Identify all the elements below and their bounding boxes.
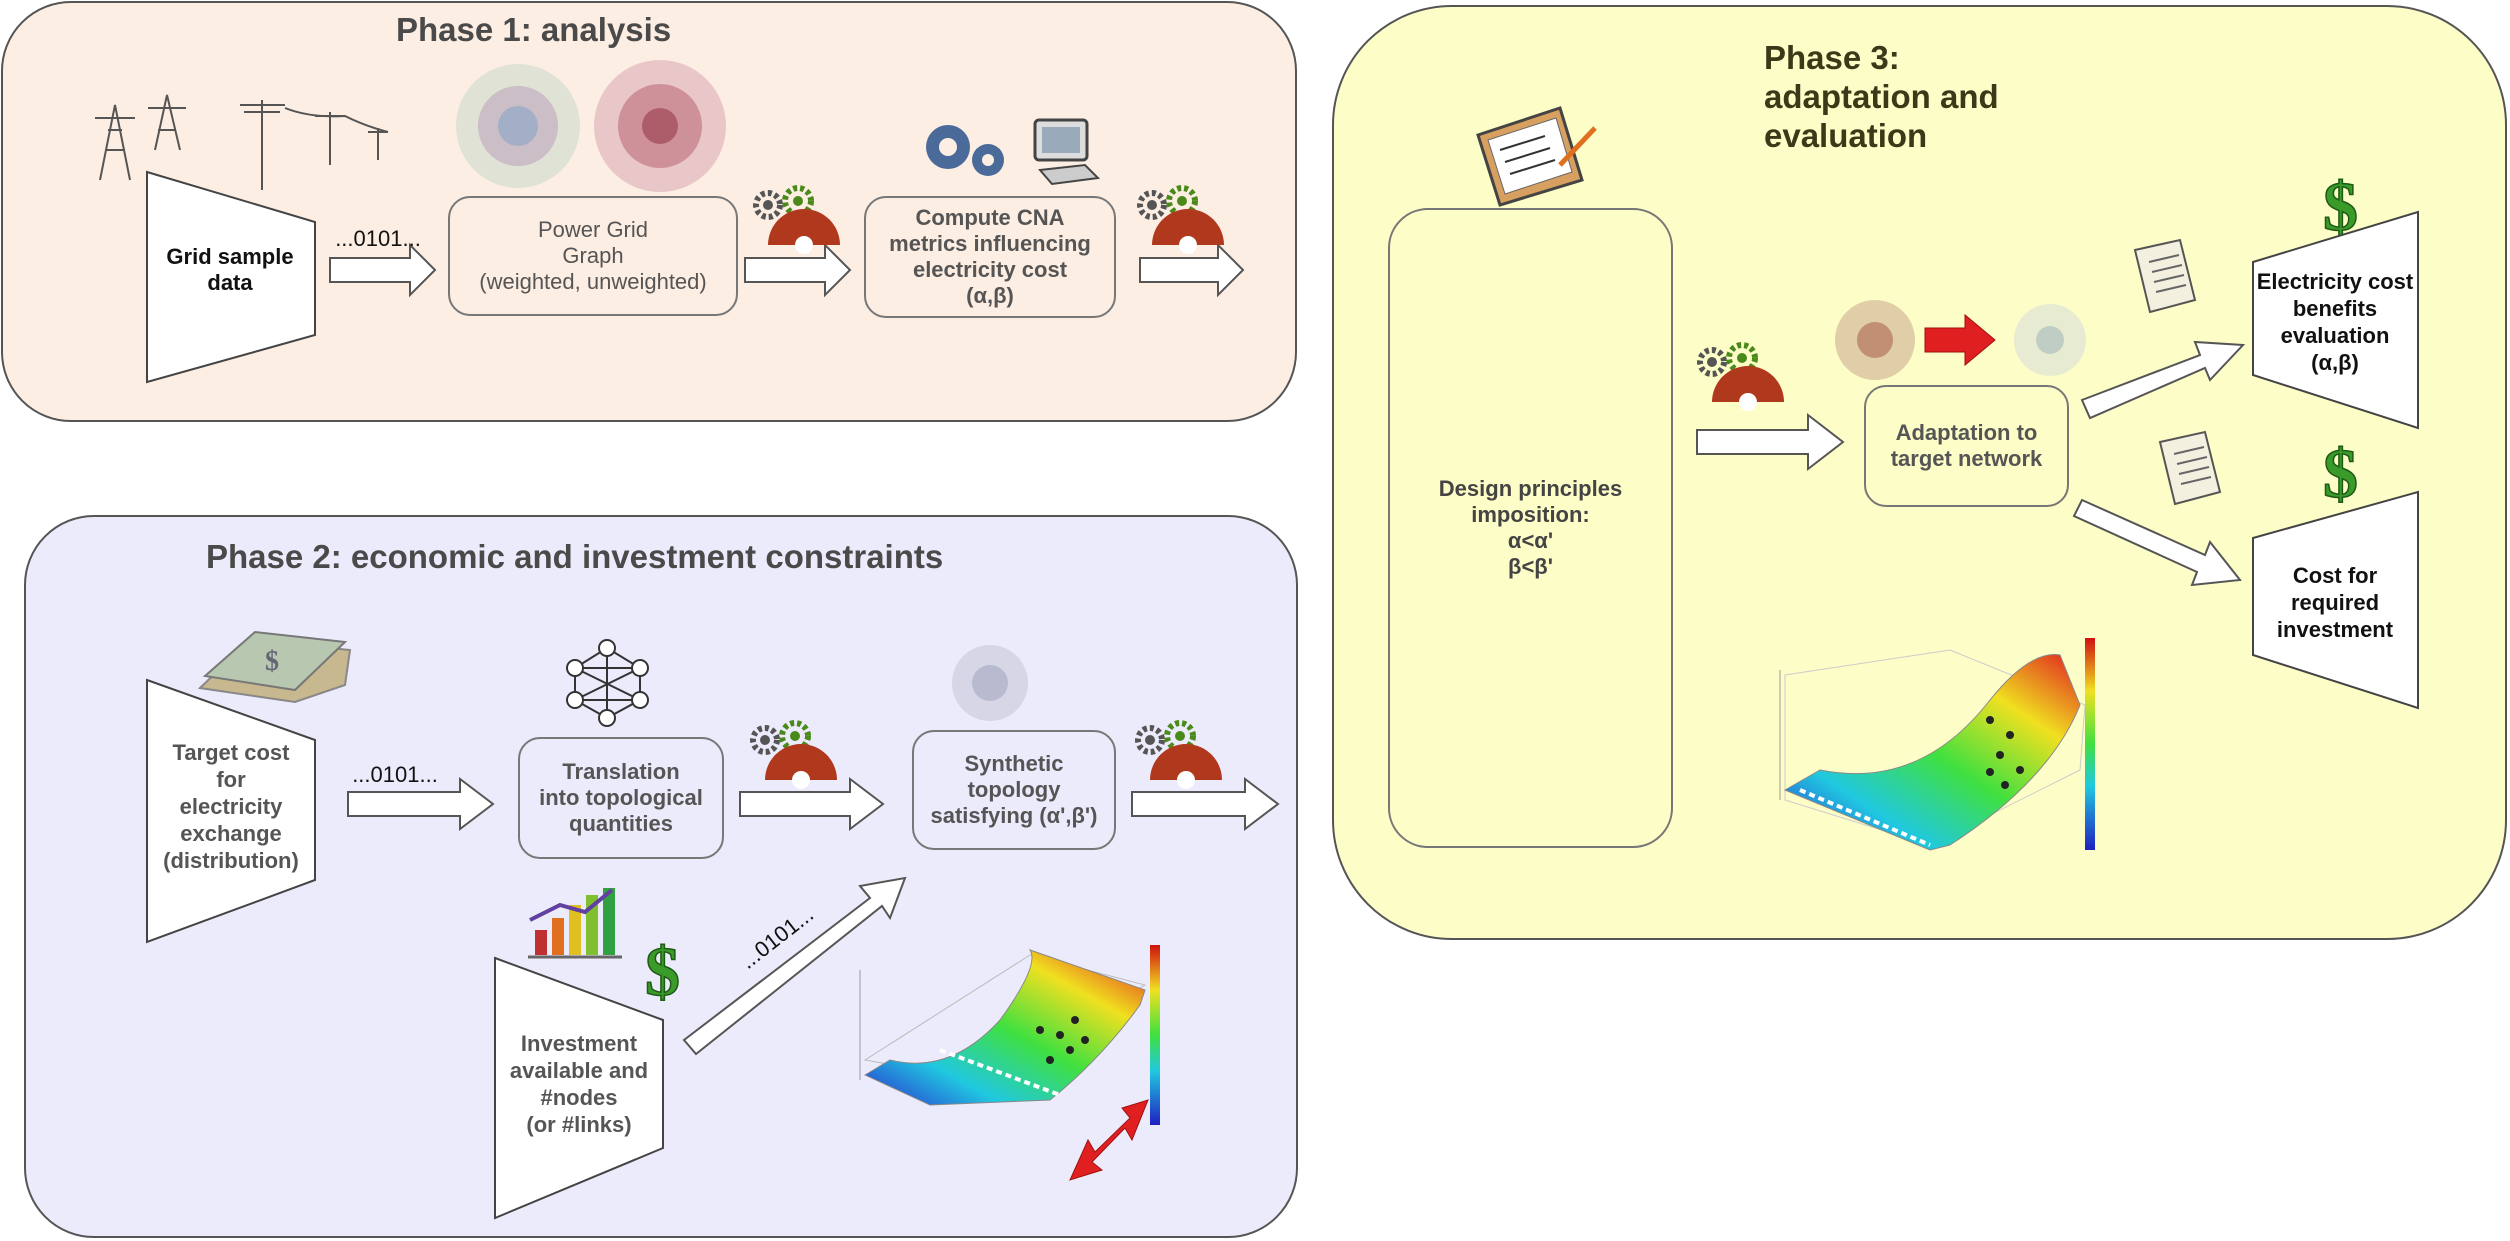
- svg-text:$: $: [265, 646, 279, 677]
- arrow-3: [1139, 242, 1245, 298]
- money-stack-icon: $: [197, 630, 352, 704]
- electricity-benefits-label: Electricity cost benefits evaluation (α,…: [2256, 269, 2414, 375]
- arrow-5: [739, 776, 885, 832]
- investment-label: Investment available and #nodes (or #lin…: [509, 1031, 649, 1137]
- target-cost-shape: [146, 678, 316, 944]
- synthetic-label: Synthetic topology satisfying (α',β'): [930, 751, 1098, 828]
- adaptation-box: Adaptation to target network: [1864, 385, 2069, 507]
- arrow-1: [329, 242, 437, 298]
- network-graph-icon: [566, 639, 649, 727]
- design-principles-label: Design principles imposition: α<α' β<β': [1438, 476, 1623, 579]
- arrow-4: [347, 776, 495, 832]
- compute-cna-box: Compute CNA metrics influencing electric…: [864, 196, 1116, 318]
- adaptation-label: Adaptation to target network: [1890, 420, 2043, 471]
- double-arrow-icon: [1069, 1099, 1149, 1181]
- design-principles-box: Design principles imposition: α<α' β<β': [1388, 208, 1673, 848]
- gears-icon: [753, 723, 837, 789]
- surface-plot-icon: [859, 945, 1160, 1125]
- arrow-8: [2080, 340, 2246, 420]
- compute-cna-label: Compute CNA metrics influencing electric…: [889, 205, 1091, 308]
- arrow-2: [744, 242, 852, 298]
- translation-box: Translation into topological quantities: [518, 737, 724, 859]
- arrow-7: [1696, 412, 1845, 472]
- electricity-benefits-shape: [2252, 210, 2419, 430]
- gears-icon: [756, 188, 840, 254]
- red-arrow-icon: [1924, 313, 1996, 367]
- gears-icon: [926, 125, 1004, 176]
- synthetic-box: Synthetic topology satisfying (α',β'): [912, 730, 1116, 850]
- network-graph-icon: [1835, 300, 2086, 380]
- computer-icon: [1033, 118, 1101, 186]
- phase1-title: Phase 1: analysis: [396, 11, 672, 48]
- gears-icon: [1140, 188, 1224, 254]
- phase2-title: Phase 2: economic and investment constra…: [206, 538, 944, 575]
- surface-plot-icon: [1779, 638, 2095, 851]
- target-cost-label: Target cost for electricity exchange (di…: [163, 740, 299, 873]
- network-graph-icon: [456, 60, 726, 192]
- investment-shape: [494, 956, 664, 1220]
- power-grid-graph-label: Power Grid Graph (weighted, unweighted): [479, 217, 707, 294]
- arrow-diagonal: [682, 876, 907, 1056]
- cost-required-label: Cost for required investment: [2276, 563, 2394, 642]
- bits-label-2: ...0101...: [352, 762, 438, 787]
- bar-chart-icon: [528, 888, 622, 959]
- clipboard-icon: [1476, 106, 1597, 207]
- gears-icon: [1700, 345, 1784, 411]
- arrow-6: [1131, 776, 1280, 832]
- phase3-title: Phase 3: adaptation and evaluation: [1764, 39, 1999, 154]
- network-graph-icon: [952, 645, 1028, 721]
- document-icon: [2159, 431, 2221, 505]
- gears-icon: [1138, 723, 1222, 789]
- arrow-9: [2072, 498, 2242, 587]
- translation-label: Translation into topological quantities: [539, 759, 703, 836]
- grid-sample-shape: [146, 170, 316, 384]
- pylon-icon: [95, 94, 389, 190]
- dollar-icon: [2322, 435, 2359, 514]
- cost-required-shape: [2252, 490, 2419, 710]
- document-icon: [2134, 239, 2196, 313]
- grid-sample-label: Grid sample data: [166, 244, 294, 295]
- dollar-icon: [644, 933, 681, 1012]
- bits-label: ...0101...: [335, 226, 421, 251]
- power-grid-graph-box: Power Grid Graph (weighted, unweighted): [448, 196, 738, 316]
